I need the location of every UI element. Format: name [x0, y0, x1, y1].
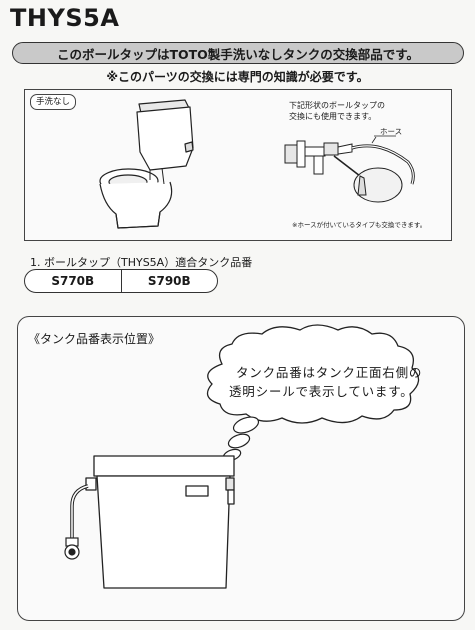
page-title: THYS5A	[10, 4, 120, 32]
model-cell: S770B	[51, 274, 95, 288]
compatible-models-label: 1. ボールタップ（THYS5A）適合タンク品番	[30, 256, 253, 269]
label-position-title: 《タンク品番表示位置》	[28, 332, 161, 346]
alt-shape-note-line1: 下記形状のボールタップの	[289, 101, 385, 110]
toilet-illustration-panel	[24, 89, 452, 241]
hose-label: ホース	[380, 127, 403, 136]
alt-shape-note: 下記形状のボールタップの 交換にも使用できます。	[289, 100, 385, 122]
bubble-line2: 透明シールで表示しています。	[229, 384, 414, 399]
info-banner: このボールタップはTOTO製手洗いなしタンクの交換部品です。	[12, 42, 464, 64]
model-cell: S790B	[120, 270, 218, 292]
compatible-models-table: S770B S790B	[24, 269, 218, 293]
bubble-line1: タンク品番はタンク正面右側の	[236, 365, 423, 380]
thought-bubble	[206, 324, 420, 424]
banner-text: このボールタップはTOTO製手洗いなしタンクの交換部品です。	[56, 46, 420, 62]
hose-note: ※ホースが付いているタイプも交換できます。	[292, 221, 427, 229]
no-handwash-tag: 手洗なし	[30, 94, 77, 110]
alt-shape-note-line2: 交換にも使用できます。	[289, 112, 377, 121]
expertise-note: ※このパーツの交換には専門の知識が必要です。	[106, 70, 369, 84]
